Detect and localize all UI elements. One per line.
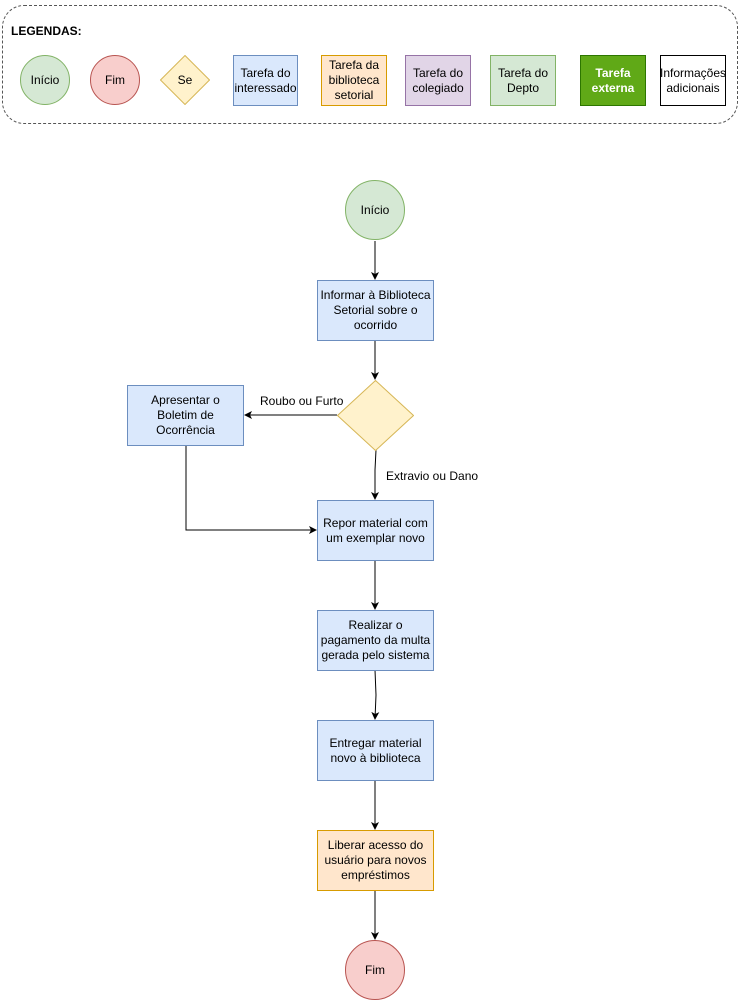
decision-node xyxy=(337,380,414,451)
task-repor-material: Repor material com um exemplar novo xyxy=(317,500,434,561)
flow-end-node: Fim xyxy=(345,940,405,1000)
edge-label-roubo: Roubo ou Furto xyxy=(260,394,344,408)
edge-pagamento-to-entregar xyxy=(371,669,380,720)
decision-label xyxy=(337,380,414,451)
task-inform-library: Informar à Biblioteca Setorial sobre o o… xyxy=(317,280,434,341)
legend-decision-shape xyxy=(160,55,210,105)
legend-end-node: Fim xyxy=(90,55,140,105)
legend-frame xyxy=(2,5,738,124)
flow-start-node: Início xyxy=(345,180,405,240)
legend-task-depto: Tarefa do Depto xyxy=(490,55,556,106)
legend-decision-label: Se xyxy=(177,73,193,87)
legend-task-colegiado: Tarefa do colegiado xyxy=(405,55,471,106)
edge-label-extravio: Extravio ou Dano xyxy=(386,469,479,483)
task-liberar-acesso: Liberar acesso do usuário para novos emp… xyxy=(317,830,434,891)
task-entregar-material: Entregar material novo à biblioteca xyxy=(317,720,434,781)
legend-info: Informações adicionais xyxy=(660,55,726,106)
edge-decision-to-repor xyxy=(371,449,379,500)
task-pagamento-multa: Realizar o pagamento da multa gerada pel… xyxy=(317,610,434,671)
legend-task-externa: Tarefa externa xyxy=(580,55,646,106)
legend-task-biblioteca: Tarefa da biblioteca setorial xyxy=(321,55,387,106)
legend-decision-node: Se xyxy=(160,55,210,105)
task-boletim: Apresentar o Boletim de Ocorrência xyxy=(127,385,244,446)
legend-task-interessado: Tarefa do interessado xyxy=(233,55,298,106)
legend-title: LEGENDAS: xyxy=(11,24,82,38)
edge-boletim-to-repor xyxy=(185,445,317,534)
legend-start-node: Início xyxy=(20,55,70,105)
decision-shape xyxy=(337,380,414,451)
